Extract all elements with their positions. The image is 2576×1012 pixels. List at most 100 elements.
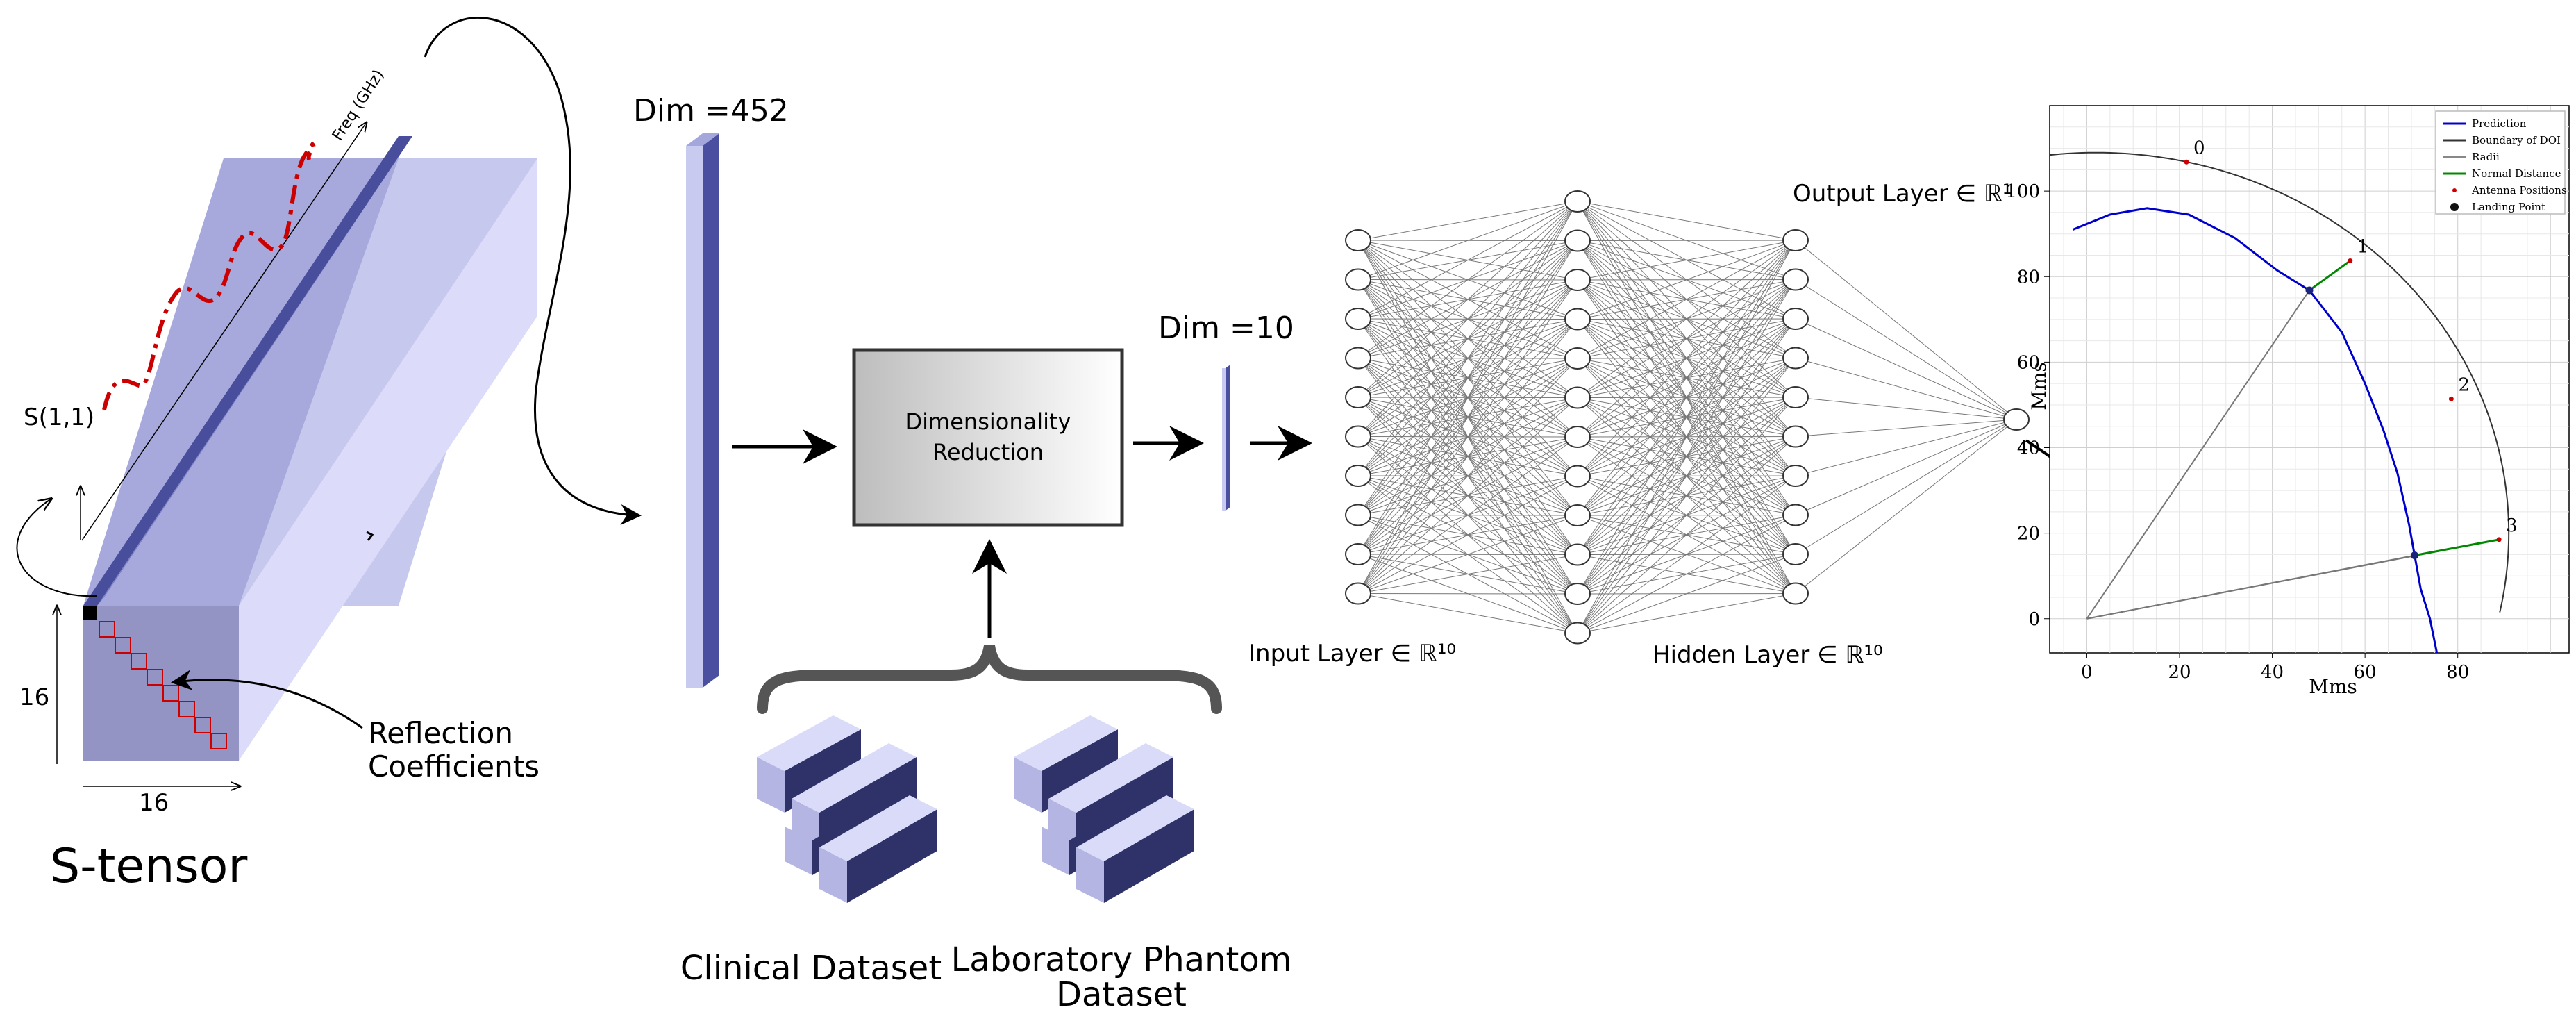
network-edge — [1357, 201, 1578, 241]
block-face — [1014, 757, 1042, 813]
network-edge — [1357, 201, 1578, 358]
vector-452-front — [686, 146, 703, 688]
reflection-cell — [194, 717, 211, 733]
network-edge — [1577, 397, 1796, 633]
network-edge — [1357, 515, 1578, 594]
network-node — [1782, 582, 1809, 605]
network-node — [1345, 229, 1371, 251]
phantom-dataset-label-line1: Laboratory Phantom — [951, 940, 1292, 979]
reflection-cell — [99, 621, 115, 638]
network-edge — [1795, 419, 2017, 437]
vector-10-side — [1226, 365, 1230, 511]
legend-entry: Boundary of DOI — [2472, 134, 2561, 147]
network-edge — [1357, 201, 1578, 515]
network-edge — [1795, 419, 2017, 555]
network-node — [1345, 308, 1371, 330]
network-edge — [1357, 593, 1578, 595]
network-node — [1782, 504, 1809, 526]
dimensionality-reduction-box: Dimensionality Reduction — [852, 348, 1124, 527]
y-tick-label: 20 — [2017, 524, 2040, 545]
legend-box — [2435, 110, 2566, 215]
network-edge — [1357, 358, 1578, 594]
network-node — [1782, 425, 1809, 448]
freq-axis-label: Freq (GHz) — [329, 67, 387, 144]
network-edge — [1577, 240, 1796, 359]
reduction-box — [852, 348, 1124, 527]
s-tensor-illustration: 16 16 S(1,1) Freq (GHz) Reflection Coeff… — [16, 67, 540, 894]
block-face — [819, 795, 937, 861]
tensor-front-face — [83, 606, 239, 761]
doi-boundary — [2050, 151, 2510, 613]
antenna-position — [2184, 159, 2189, 165]
network-node — [1782, 308, 1809, 330]
block-face — [1076, 795, 1194, 861]
x-tick-label: 40 — [2261, 662, 2284, 683]
tensor-to-vector-curve — [424, 17, 642, 525]
network-edge — [1357, 201, 1578, 320]
network-nodes — [1345, 190, 2030, 645]
network-node — [1564, 465, 1591, 488]
reflection-cell — [210, 733, 227, 749]
network-edge — [1577, 240, 1796, 398]
rows-dim-label: 16 — [19, 683, 49, 711]
network-node — [1345, 268, 1371, 291]
network-node — [1564, 386, 1591, 409]
reflection-cell — [131, 653, 147, 670]
network-connections — [1357, 201, 2017, 633]
block-face — [1042, 827, 1069, 875]
block-face — [757, 715, 861, 771]
input-layer-label: Input Layer ∈ ℝ¹⁰ — [1248, 640, 1456, 667]
network-edge — [1577, 318, 1796, 633]
antenna-position — [2448, 396, 2454, 401]
tensor-first-slice — [83, 136, 412, 606]
reflection-label-line1: Reflection — [368, 716, 513, 750]
normal-distance-line — [2414, 538, 2500, 557]
network-edge — [1577, 515, 1796, 633]
legend-entry: Normal Distance — [2472, 167, 2561, 180]
block-face — [757, 757, 785, 813]
block-face — [792, 743, 917, 813]
chart-x-axis-label: Mms — [2309, 675, 2357, 698]
phantom-dataset-blocks — [1014, 715, 1194, 903]
network-edge — [1795, 358, 2017, 420]
network-node — [1782, 347, 1809, 370]
reflection-pointer-arrow — [171, 670, 363, 729]
antenna-position — [2496, 537, 2502, 542]
block-face — [819, 757, 917, 854]
cols-dim-label: 16 — [139, 789, 169, 817]
network-node — [1345, 465, 1371, 487]
dim-452-label: Dim =452 — [633, 93, 789, 128]
y-tick-label: 80 — [2017, 267, 2040, 288]
network-node — [1564, 190, 1591, 213]
network-node — [1564, 308, 1591, 331]
network-node — [1564, 504, 1591, 526]
network-edge — [1357, 476, 1578, 594]
vector-452-side — [703, 133, 719, 688]
block-face — [785, 827, 812, 875]
antenna-label: 3 — [2506, 515, 2518, 536]
network-node — [1345, 425, 1371, 448]
network-edge — [1577, 240, 1796, 555]
network-edge — [1795, 419, 2017, 476]
legend-swatch — [2452, 188, 2457, 192]
landing-point — [2411, 551, 2419, 560]
datasets-brace — [757, 645, 1222, 714]
network-node — [1782, 543, 1809, 565]
phantom-dataset-label-line2: Dataset — [1056, 975, 1187, 1012]
x-tick-label: 80 — [2446, 662, 2469, 683]
radius-line — [2086, 290, 2310, 620]
prediction-curve — [2072, 207, 2439, 653]
reflection-cell — [178, 701, 195, 717]
small-tick-mark — [366, 531, 374, 541]
block-face — [1076, 757, 1173, 854]
network-edge — [1577, 201, 1796, 241]
y-tick-label: 60 — [2017, 352, 2040, 373]
network-edge — [1795, 318, 2017, 420]
network-edge — [1795, 279, 2017, 420]
block-face — [1104, 809, 1194, 903]
reflection-coefficient-cells — [99, 621, 227, 749]
network-edge — [1357, 436, 1578, 594]
block-face — [819, 847, 847, 903]
network-node — [1564, 426, 1591, 448]
